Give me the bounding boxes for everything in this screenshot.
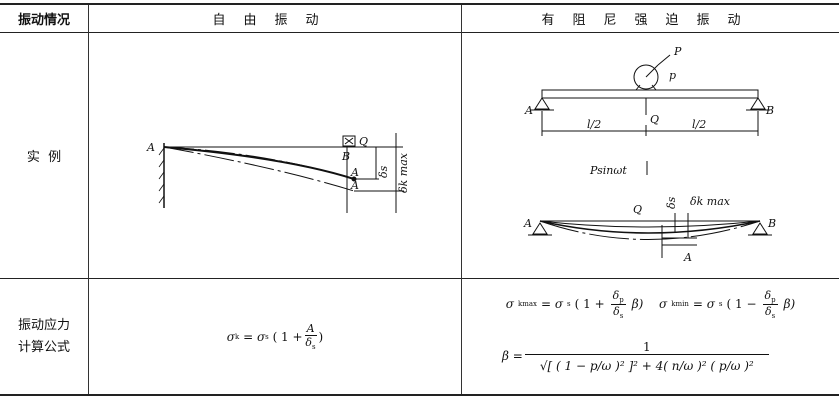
equals-sigma: = σ xyxy=(692,297,715,311)
row-rule xyxy=(0,278,839,279)
denominator: δ xyxy=(305,336,313,349)
denominator: δ xyxy=(613,304,620,318)
paren: ) xyxy=(318,329,324,344)
sigma: σ xyxy=(659,297,668,311)
label-half-span-2: l/2 xyxy=(692,118,706,131)
cantilever-diagram: A B Q A A δs δk max xyxy=(146,133,410,213)
paren-minus: ( 1 − xyxy=(726,297,757,311)
row-label-formula: 振动应力 计算公式 xyxy=(0,279,88,394)
label-line: 振动应力 xyxy=(17,317,70,333)
sigma: σ xyxy=(226,329,235,344)
top-rule xyxy=(0,3,839,5)
sigma: σ xyxy=(505,297,514,311)
numerator: δ xyxy=(764,288,772,302)
label-Q: Q xyxy=(359,135,368,148)
bottom-rule xyxy=(0,394,839,396)
label-delta-kmax: δk max xyxy=(397,152,410,193)
subscript: kmin xyxy=(671,300,689,308)
subscript: s xyxy=(265,332,269,341)
simply-supported-beam-diagram: P p A B Q l/2 l/2 Psinωt Q δs δk max A A… xyxy=(523,45,776,264)
subscript: k xyxy=(235,332,240,341)
label-delta-s: δs xyxy=(377,165,390,178)
subscript: p xyxy=(771,295,776,304)
label-p: p xyxy=(669,69,676,82)
beta-close: β) xyxy=(631,297,644,311)
label-Q: Q xyxy=(650,113,659,126)
subscript: p xyxy=(619,295,624,304)
paren: ( 1 + xyxy=(272,329,303,344)
label-B: B xyxy=(765,104,774,117)
label-A: A xyxy=(524,104,533,117)
label-A3: A xyxy=(683,251,692,264)
equals-sigma: = σ xyxy=(540,297,564,311)
subscript: s xyxy=(619,311,624,320)
header-condition: 振动情况 xyxy=(17,13,70,28)
beta-label: β = xyxy=(502,349,523,363)
label-P: P xyxy=(673,45,682,58)
header-forced-vibration: 有阻尼强迫振动 xyxy=(541,13,759,28)
label-force: Psinωt xyxy=(589,164,627,177)
subscript: s xyxy=(718,300,723,308)
label-Q2: Q xyxy=(633,203,642,216)
paren-plus: ( 1 + xyxy=(574,297,605,311)
beta-fraction: 1 √[ ( 1 − p/ω )² ]² + 4( n/ω )² ( p/ω )² xyxy=(524,340,769,373)
beta-close: β) xyxy=(783,297,796,311)
label-A2: A xyxy=(350,179,359,192)
label-B2: B xyxy=(767,217,776,230)
col-divider xyxy=(461,5,462,394)
label-A2: A xyxy=(523,217,532,230)
row-label-example: 实 例 xyxy=(26,150,62,165)
denominator: √[ ( 1 − p/ω )² ]² + 4( n/ω )² ( p/ω )² xyxy=(539,358,754,373)
numerator: δ xyxy=(612,288,620,302)
label-A1: A xyxy=(350,166,359,179)
subscript: s xyxy=(771,311,776,320)
label-delta-kmax: δk max xyxy=(690,195,731,208)
label-B: B xyxy=(341,150,350,163)
label-delta-s: δs xyxy=(665,196,678,209)
col-divider xyxy=(88,5,89,394)
numerator: A xyxy=(304,322,317,336)
subscript: kmax xyxy=(517,300,537,308)
header-rule xyxy=(0,32,839,33)
subscript: s xyxy=(567,300,571,308)
denominator: δ xyxy=(764,304,772,318)
label-A: A xyxy=(146,141,155,154)
equals-sigma: = σ xyxy=(243,329,266,344)
header-free-vibration: 自由振动 xyxy=(212,13,337,28)
subscript: s xyxy=(312,343,316,351)
numerator: 1 xyxy=(524,340,769,355)
label-half-span-1: l/2 xyxy=(587,118,601,131)
label-line: 计算公式 xyxy=(17,339,70,355)
